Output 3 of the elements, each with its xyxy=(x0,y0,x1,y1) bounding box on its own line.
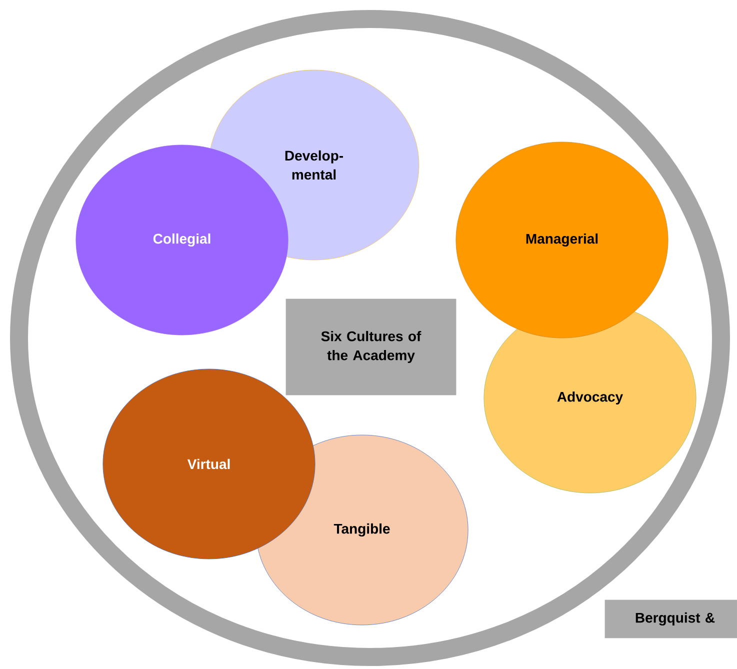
outer-ring xyxy=(10,10,730,666)
label-box: Six Cultures of the Academy xyxy=(286,298,456,396)
label-box: Bergquist & xyxy=(604,600,737,638)
